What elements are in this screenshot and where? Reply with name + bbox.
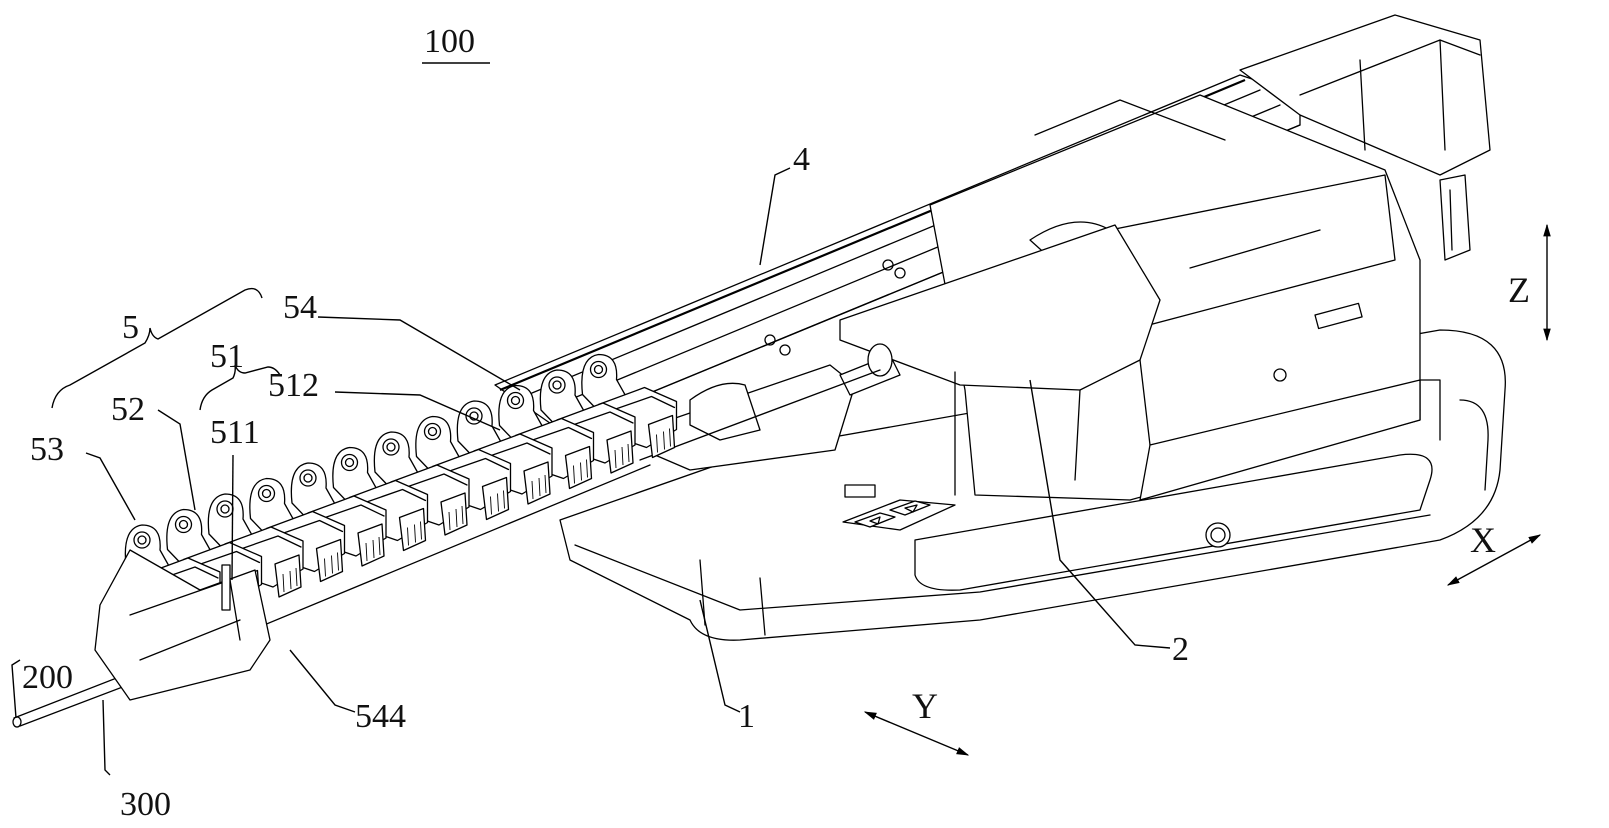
power-button[interactable]: [1205, 522, 1231, 548]
label-100: 100: [424, 23, 475, 60]
clamp-jaw: [398, 507, 427, 552]
axis-label-y: Y: [912, 686, 938, 726]
leader-lines: [11, 167, 1171, 776]
clamp-jaw: [564, 445, 593, 490]
indicator-block: [844, 484, 876, 498]
axis-label-x: X: [1470, 520, 1496, 560]
link-eyelet: [506, 391, 525, 410]
link-eyelet: [423, 422, 442, 441]
clamp-jaw: [647, 414, 676, 459]
label-51: 51: [210, 338, 244, 375]
label-512: 512: [268, 367, 319, 404]
reverse-button[interactable]: [854, 512, 896, 528]
catheter-tip: [12, 716, 22, 728]
rear-motor-assembly: [1239, 14, 1491, 261]
link-eyelet: [174, 515, 193, 534]
clamp-jaw: [606, 430, 634, 474]
link-eyelet: [133, 531, 151, 549]
main-housing: [839, 94, 1421, 501]
forward-button[interactable]: [889, 500, 931, 516]
clamp-unit: [249, 477, 346, 583]
link-eyelet: [340, 453, 359, 472]
link-eyelet: [382, 438, 400, 456]
reference-labels: 100 4 5 54 51 512 52 511 53 200 544 300 …: [22, 23, 1530, 823]
link-eyelet: [299, 469, 317, 487]
clamp-unit: [539, 369, 636, 474]
brace-51: [199, 364, 281, 411]
label-52: 52: [111, 391, 145, 428]
label-54: 54: [283, 289, 317, 326]
clamp-jaw: [274, 554, 302, 598]
label-300: 300: [120, 786, 171, 823]
axis-indicators: [863, 223, 1551, 756]
control-panel: [842, 484, 956, 531]
label-2: 2: [1172, 631, 1189, 668]
left-triangle-icon: [869, 516, 881, 525]
label-53: 53: [30, 431, 64, 468]
brace-5: [51, 287, 263, 409]
y-axis-arrow: [863, 711, 970, 756]
label-544: 544: [355, 698, 406, 735]
clamp-jaw: [357, 523, 385, 567]
x-axis-arrow: [1446, 534, 1542, 586]
clamp-jaw: [440, 492, 468, 536]
clamp-jaw: [481, 476, 510, 521]
clamp-jaw: [315, 538, 344, 583]
label-200: 200: [22, 659, 73, 696]
clamp-jaw: [523, 461, 551, 505]
upright-pin: [221, 564, 231, 611]
link-eyelet: [257, 484, 276, 503]
link-eyelet: [548, 376, 566, 394]
label-4: 4: [793, 141, 810, 178]
right-triangle-icon: [904, 504, 918, 513]
front-clamp-block: [94, 549, 271, 701]
label-511: 511: [210, 414, 260, 451]
label-1: 1: [738, 698, 755, 735]
link-eyelet: [589, 360, 608, 379]
link-eyelet: [216, 500, 234, 518]
axis-label-z: Z: [1508, 270, 1530, 310]
label-5: 5: [122, 309, 139, 346]
drive-roller-assembly: [639, 343, 901, 471]
